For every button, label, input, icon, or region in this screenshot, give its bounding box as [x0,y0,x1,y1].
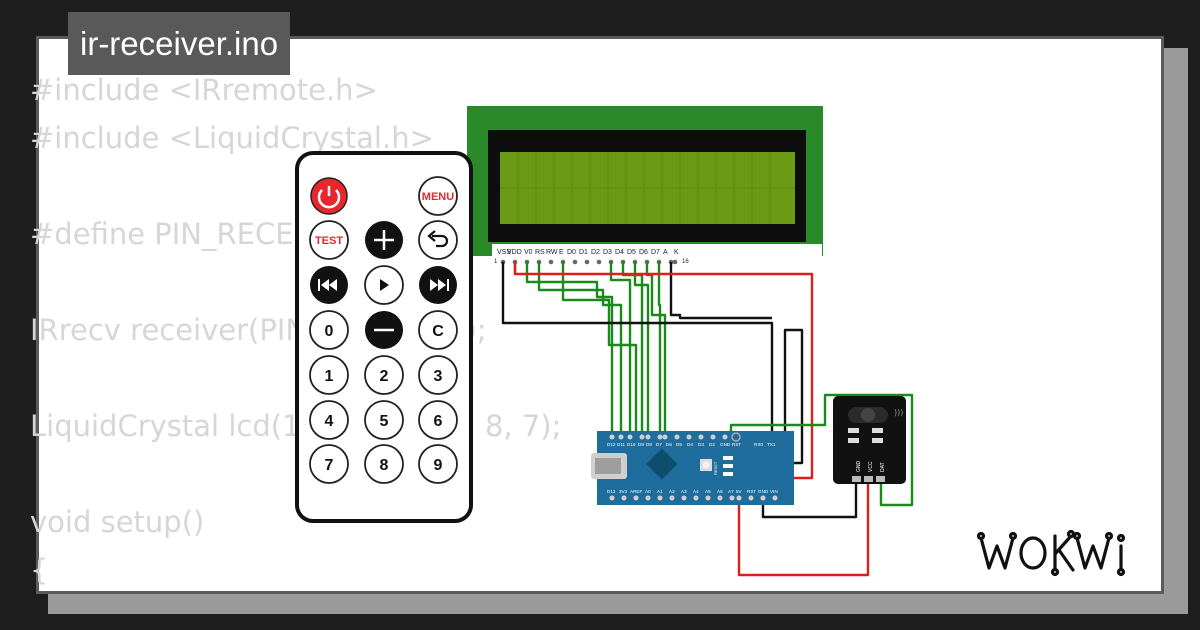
power-button[interactable] [310,177,348,215]
remote-button-4[interactable]: 4 [309,400,349,440]
nano-pin-label: VIN [770,489,778,494]
ir-pin-label: DAT [880,462,886,472]
code-line: #include <LiquidCrystal.h> [30,121,434,155]
code-line: void setup() [30,505,205,539]
nano-pin-label: 5V [736,489,743,494]
svg-text:))): ))) [894,408,903,417]
ir-pin-label: GND [856,461,862,473]
remote-button-9[interactable]: 9 [418,444,458,484]
nano-pin-label: D5 [676,442,682,447]
menu-button[interactable]: MENU [418,176,458,216]
lcd-pin-label: D6 [639,249,648,256]
nano-pin-label: A3 [681,489,687,494]
ir-pin-label: VCC [868,461,874,472]
nano-pin-label: A6 [717,489,723,494]
lcd-pin-label: A [663,249,668,256]
ir-remote[interactable]: MENU TEST [295,151,473,523]
previous-button[interactable] [310,266,348,304]
minus-button[interactable] [365,311,403,349]
lcd-pin-label: E [559,249,564,256]
ir-receiver-module[interactable]: ))) GND VCC DAT [833,396,906,484]
nano-pin-label: RX0 [754,442,763,447]
plus-button[interactable] [365,221,403,259]
nano-pin-label: A0 [645,489,651,494]
lcd-pin-label: K [674,249,679,256]
clear-button[interactable]: C [418,310,458,350]
remote-button-2[interactable]: 2 [364,355,404,395]
nano-pin-label: AREF [630,489,642,494]
remote-button-0[interactable]: 0 [309,310,349,350]
button-label: C [432,323,444,340]
lcd-pin-first: 1 [494,259,498,265]
code-line: { [30,553,49,587]
remote-button-5[interactable]: 5 [364,400,404,440]
lcd-pin-label: D5 [627,249,636,256]
button-label: 6 [434,413,443,430]
lcd-pin-label: VDD [507,249,522,256]
lcd-display[interactable]: VSS VDD V0 RS RW E D0 D1 D2 D3 D4 D5 D6 … [467,106,823,268]
button-label: 7 [325,457,334,474]
test-button-label: TEST [315,235,343,247]
next-button[interactable] [419,266,457,304]
nano-pin-label: RST [747,489,756,494]
lcd-pin-label: V0 [524,249,533,256]
lcd-pin-label: VSS [497,249,511,256]
nano-pin-label: A2 [669,489,675,494]
nano-pin-label: 3V3 [619,489,628,494]
button-label: 9 [434,457,443,474]
nano-pin-label: GND [758,489,769,494]
nano-pin-label: D13 [607,489,616,494]
file-title: ir-receiver.ino [68,12,291,75]
lcd-pin-label: RW [546,249,558,256]
remote-button-6[interactable]: 6 [418,400,458,440]
lcd-pin-last: 16 [682,259,689,265]
nano-reset-label: RESET [713,461,718,475]
nano-pin-label: A1 [657,489,663,494]
nano-pin-label: D12 [607,442,616,447]
button-label: 5 [380,413,389,430]
nano-pin-label: D7 [656,442,662,447]
lcd-pin-label: D0 [567,249,576,256]
nano-pin-label: A4 [693,489,699,494]
menu-button-label: MENU [422,191,454,203]
wokwi-logo [976,529,1126,577]
remote-button-7[interactable]: 7 [309,444,349,484]
nano-pin-label: A5 [705,489,711,494]
button-label: 0 [325,323,334,340]
nano-pin-label: D8 [646,442,652,447]
lcd-pin-label: D3 [603,249,612,256]
nano-pin-label: D9 [638,442,644,447]
lcd-pin-label: D2 [591,249,600,256]
back-button[interactable] [418,220,458,260]
button-label: 8 [380,457,389,474]
code-line: #include <IRremote.h> [30,73,378,107]
remote-button-8[interactable]: 8 [364,444,404,484]
lcd-pin-label: D1 [579,249,588,256]
nano-pin-label: GND [720,442,731,447]
remote-button-1[interactable]: 1 [309,355,349,395]
nano-pin-label: RST [732,442,741,447]
play-button[interactable] [364,265,404,305]
nano-pin-label: TX1 [767,442,776,447]
button-label: 4 [325,413,334,430]
nano-pin-label: D4 [687,442,693,447]
lcd-pin-label: D4 [615,249,624,256]
nano-pin-label: D10 [627,442,636,447]
button-label: 1 [325,368,334,385]
nano-pin-label: D2 [709,442,715,447]
nano-pin-label: D3 [698,442,704,447]
remote-button-3[interactable]: 3 [418,355,458,395]
button-label: 2 [380,368,389,385]
arduino-nano[interactable]: D12 D11 D10 D9 D8 D7 D6 D5 D4 D3 D2 GND … [591,431,794,505]
test-button[interactable]: TEST [309,220,349,260]
button-label: 3 [434,368,443,385]
nano-pin-label: D6 [666,442,672,447]
nano-pin-label: D11 [617,442,626,447]
lcd-pin-label: D7 [651,249,660,256]
lcd-pin-label: RS [535,249,545,256]
nano-pin-label: A7 [728,489,734,494]
